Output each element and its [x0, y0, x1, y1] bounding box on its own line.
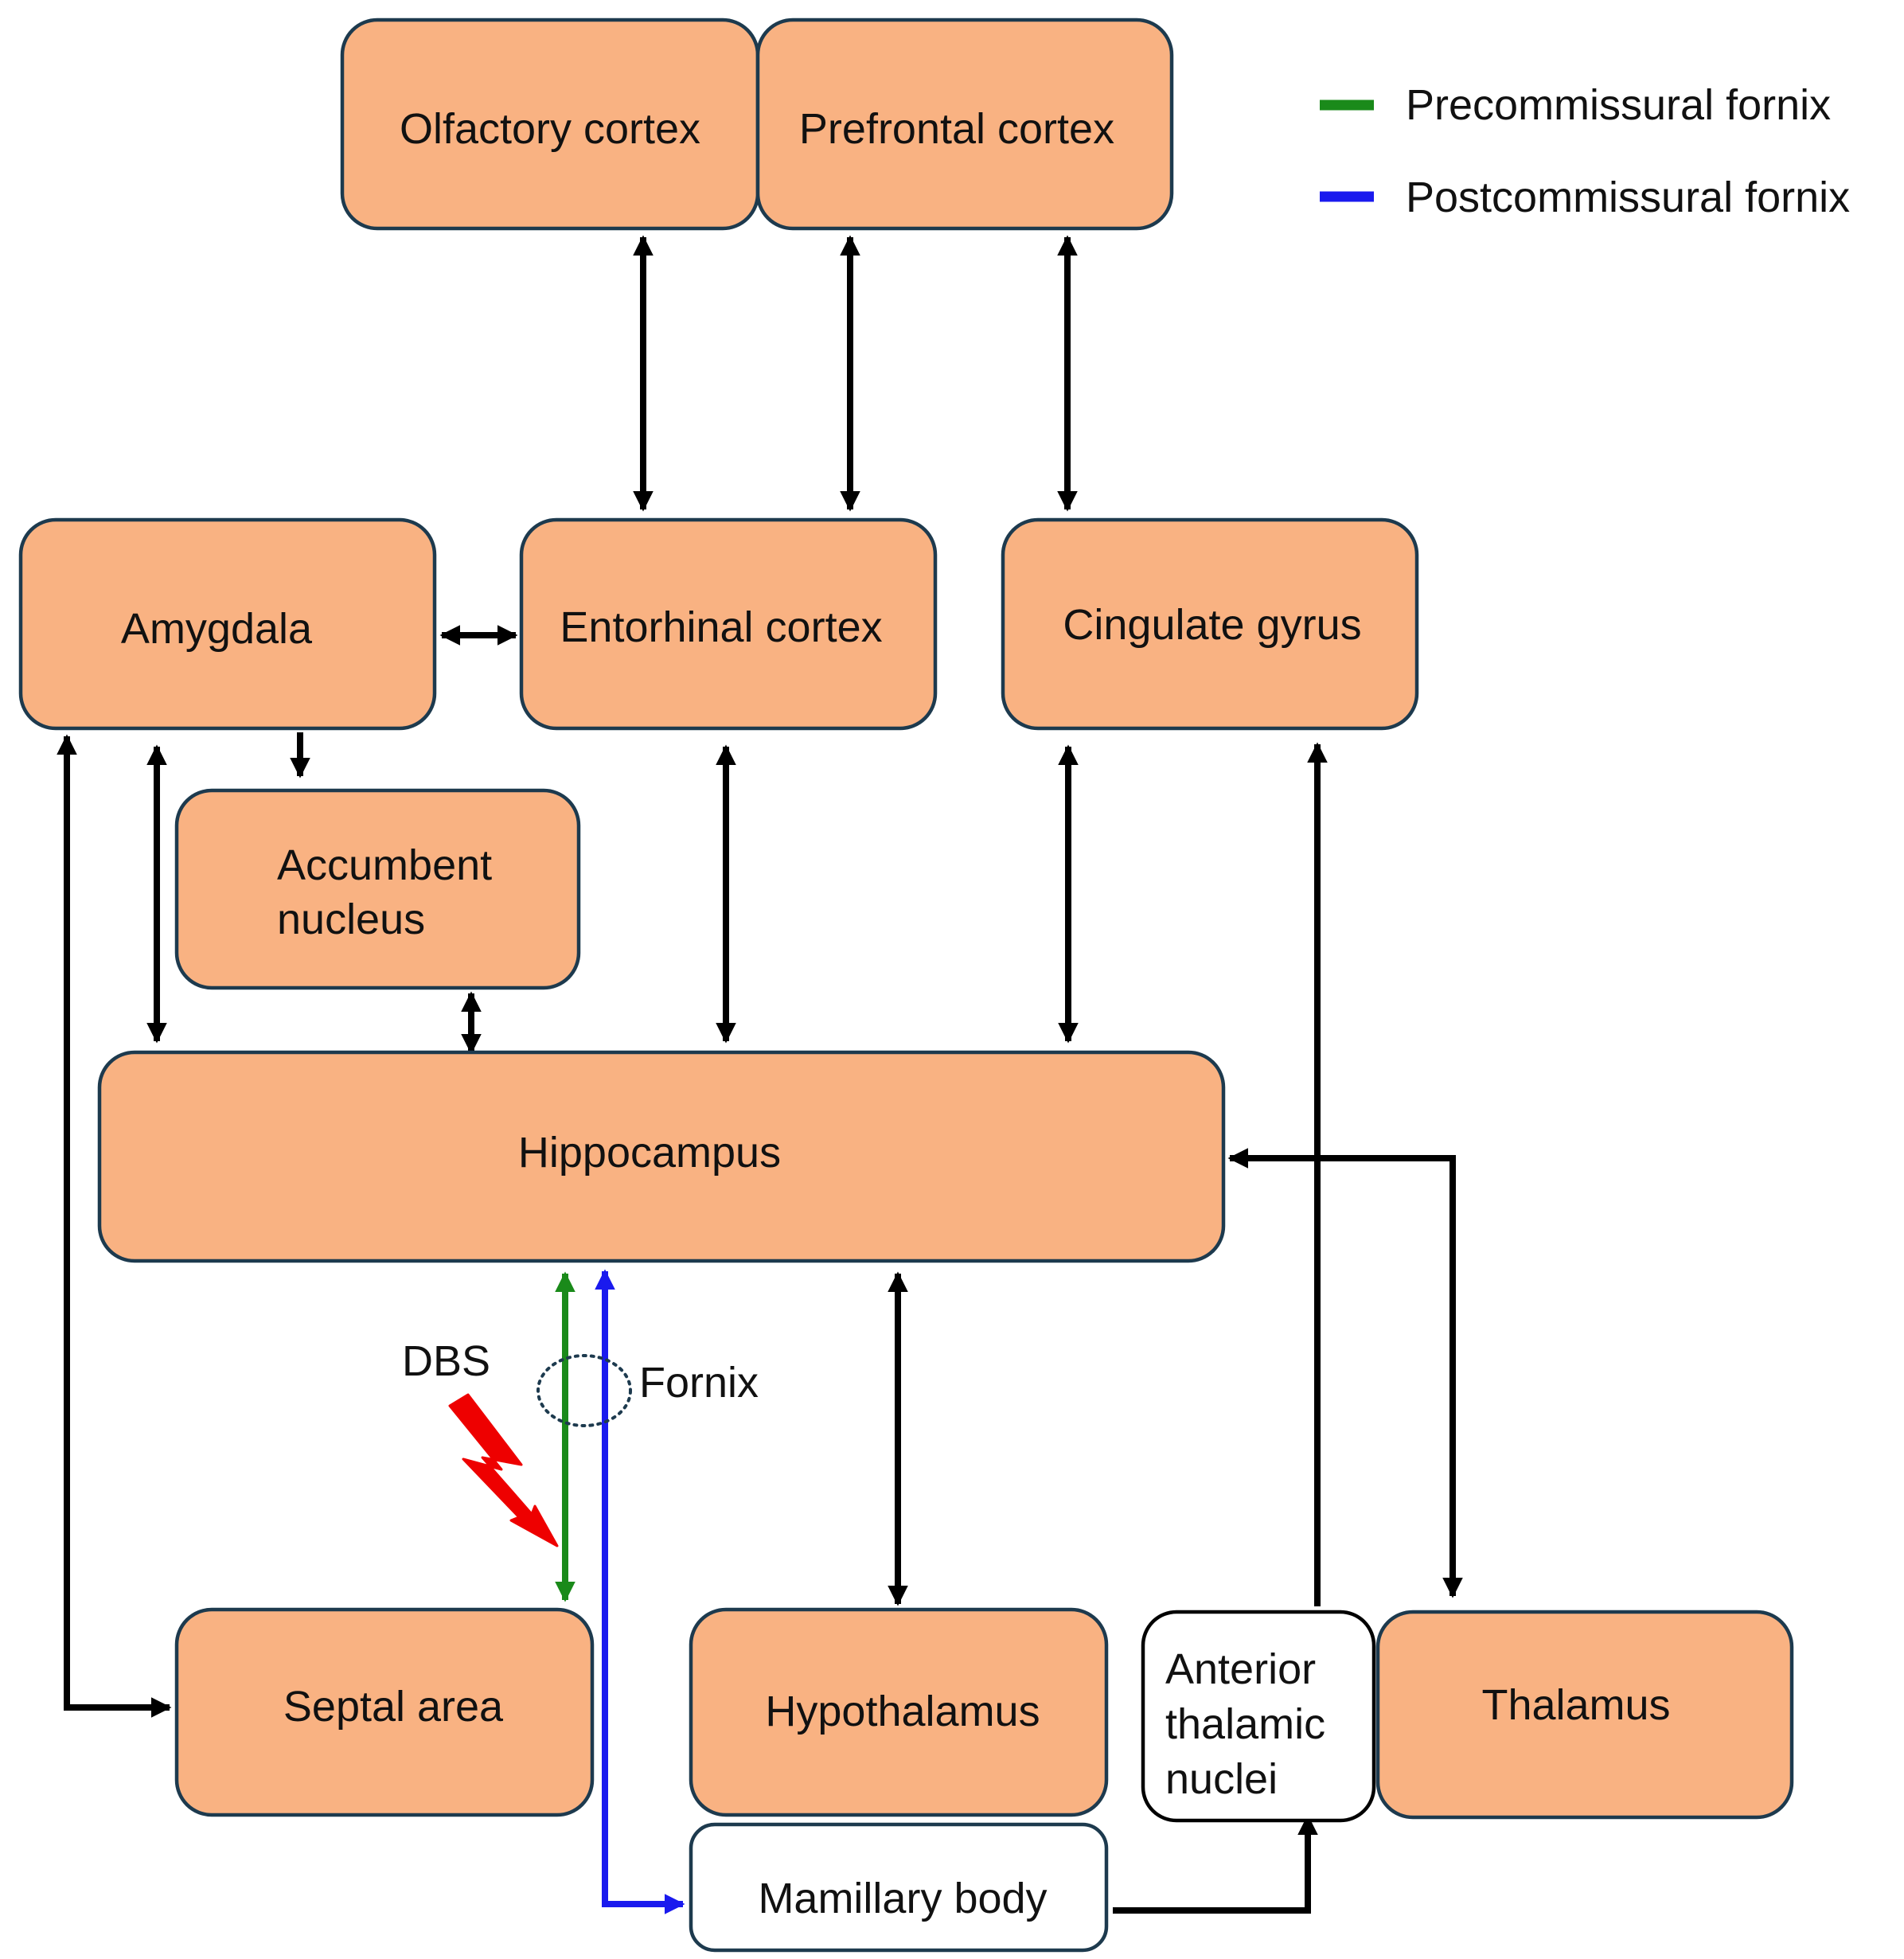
node-label-line1: Accumbent	[277, 841, 492, 889]
node-olfactory-cortex: Olfactory cortex	[340, 18, 760, 231]
node-prefrontal-cortex: Prefrontal cortex	[755, 18, 1174, 231]
edges	[57, 235, 1463, 1914]
node-label: Cingulate gyrus	[1063, 601, 1361, 649]
node-label: Hippocampus	[518, 1129, 781, 1177]
node-label-line3: nuclei	[1165, 1755, 1278, 1803]
node-septal-area: Septal area	[174, 1607, 595, 1817]
node-label: Entorhinal cortex	[560, 603, 882, 651]
node-label: Thalamus	[1481, 1681, 1670, 1729]
node-label: Septal area	[283, 1683, 504, 1731]
dbs-annotation: DBS Fornix	[402, 1337, 759, 1547]
legend-label: Postcommissural fornix	[1406, 174, 1850, 221]
node-label-line1: Anterior	[1165, 1645, 1316, 1693]
node-hippocampus: Hippocampus	[97, 1050, 1226, 1263]
lightning-bolt-icon	[448, 1393, 559, 1547]
legend-label: Precommissural fornix	[1406, 81, 1831, 129]
fornix-label: Fornix	[639, 1359, 759, 1407]
nodes: Olfactory cortex Prefrontal cortex Amygd…	[18, 18, 1794, 1953]
legend-item-precommissural: Precommissural fornix	[1320, 81, 1831, 129]
node-anterior-thalamic-nuclei: Anterior thalamic nuclei	[1141, 1610, 1376, 1823]
node-thalamus: Thalamus	[1375, 1610, 1794, 1820]
fornix-circle-icon	[536, 1354, 632, 1427]
node-cingulate-gyrus: Cingulate gyrus	[1001, 517, 1419, 731]
edge-amygdala-septal	[57, 734, 172, 1718]
legend: Precommissural fornix Postcommissural fo…	[1320, 81, 1850, 221]
node-label-line2: nucleus	[277, 896, 425, 943]
node-label-line2: thalamic	[1165, 1700, 1325, 1748]
node-entorhinal-cortex: Entorhinal cortex	[519, 517, 938, 731]
legend-item-postcommissural: Postcommissural fornix	[1320, 174, 1850, 221]
node-amygdala: Amygdala	[18, 517, 437, 731]
edge-postcommissural-fornix	[595, 1269, 685, 1914]
node-label: Prefrontal cortex	[799, 105, 1114, 153]
node-label: Amygdala	[121, 605, 313, 653]
node-mamillary-body: Mamillary body	[689, 1822, 1109, 1953]
edge-thalamus-hippocampus	[1227, 1148, 1463, 1598]
node-label: Hypothalamus	[765, 1688, 1040, 1735]
node-hypothalamus: Hypothalamus	[689, 1607, 1109, 1817]
node-label: Mamillary body	[758, 1875, 1047, 1922]
node-label: Olfactory cortex	[400, 105, 700, 153]
edge-mamillary-anterior-thalamic	[1113, 1814, 1318, 1914]
node-accumbent-nucleus: Accumbent nucleus	[174, 788, 581, 990]
dbs-label: DBS	[402, 1337, 490, 1385]
